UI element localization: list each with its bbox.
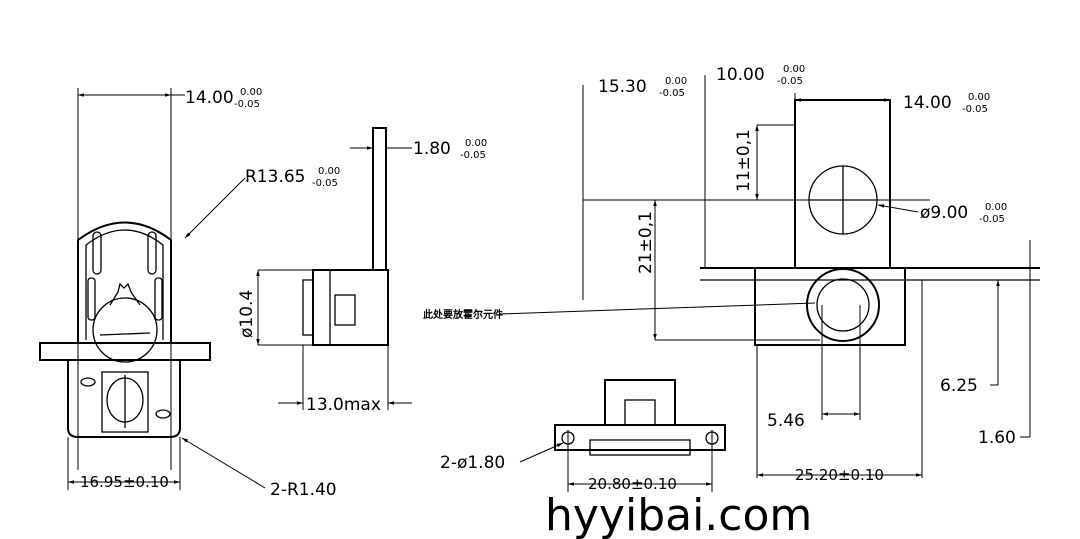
dim-625: 6.25 (940, 376, 978, 396)
dim-2520: 25.20±0.10 (795, 466, 884, 484)
dim-side-height: ø10.4 (237, 290, 257, 338)
dim-546: 5.46 (767, 411, 805, 431)
side-view (256, 127, 412, 410)
hall-sensor-annotation: 此处要放霍尔元件 (423, 308, 503, 321)
bottom-view (519, 379, 726, 492)
dim-tab-thickness: 1.80 (413, 139, 451, 159)
right-view (499, 75, 1040, 478)
dim-160: 1.60 (978, 428, 1016, 448)
dim-height-11: 11±0,1 (734, 129, 754, 192)
dim-hole-upper: 0.00 (985, 202, 1007, 213)
dim-right-width: 14.00 (903, 93, 952, 113)
dim-right-width-lower: -0.05 (962, 104, 988, 115)
front-view (39, 88, 266, 490)
dim-left-width: 14.00 (185, 88, 234, 108)
watermark: hyyibai.com (545, 490, 812, 539)
dim-hole-lower: -0.05 (979, 214, 1005, 225)
dim-left-base: 16.95±0.10 (80, 473, 169, 491)
dim-tab-lower: -0.05 (460, 150, 486, 161)
dim-left-width-upper: 0.00 (240, 87, 262, 98)
dim-offset-1000: 10.00 (716, 65, 765, 85)
dim-1530-lower: -0.05 (659, 88, 685, 99)
dim-height-21: 21±0,1 (636, 211, 656, 274)
dim-1000-upper: 0.00 (783, 64, 805, 75)
dim-corner-radius: 2-R1.40 (270, 480, 337, 500)
dim-offset-1530: 15.30 (598, 77, 647, 97)
dim-side-depth: 13.0max (306, 395, 381, 415)
dim-1530-upper: 0.00 (665, 76, 687, 87)
dim-radius: R13.65 (245, 167, 305, 187)
dim-left-width-lower: -0.05 (234, 99, 260, 110)
dim-hole-dia: ø9.00 (920, 203, 968, 223)
dim-radius-lower: -0.05 (312, 178, 338, 189)
dim-radius-upper: 0.00 (318, 166, 340, 177)
dim-1000-lower: -0.05 (777, 76, 803, 87)
dim-pin-holes: 2-ø1.80 (440, 453, 505, 473)
dim-right-width-upper: 0.00 (968, 92, 990, 103)
dim-pin-pitch: 20.80±0.10 (588, 475, 677, 493)
dim-tab-upper: 0.00 (465, 138, 487, 149)
